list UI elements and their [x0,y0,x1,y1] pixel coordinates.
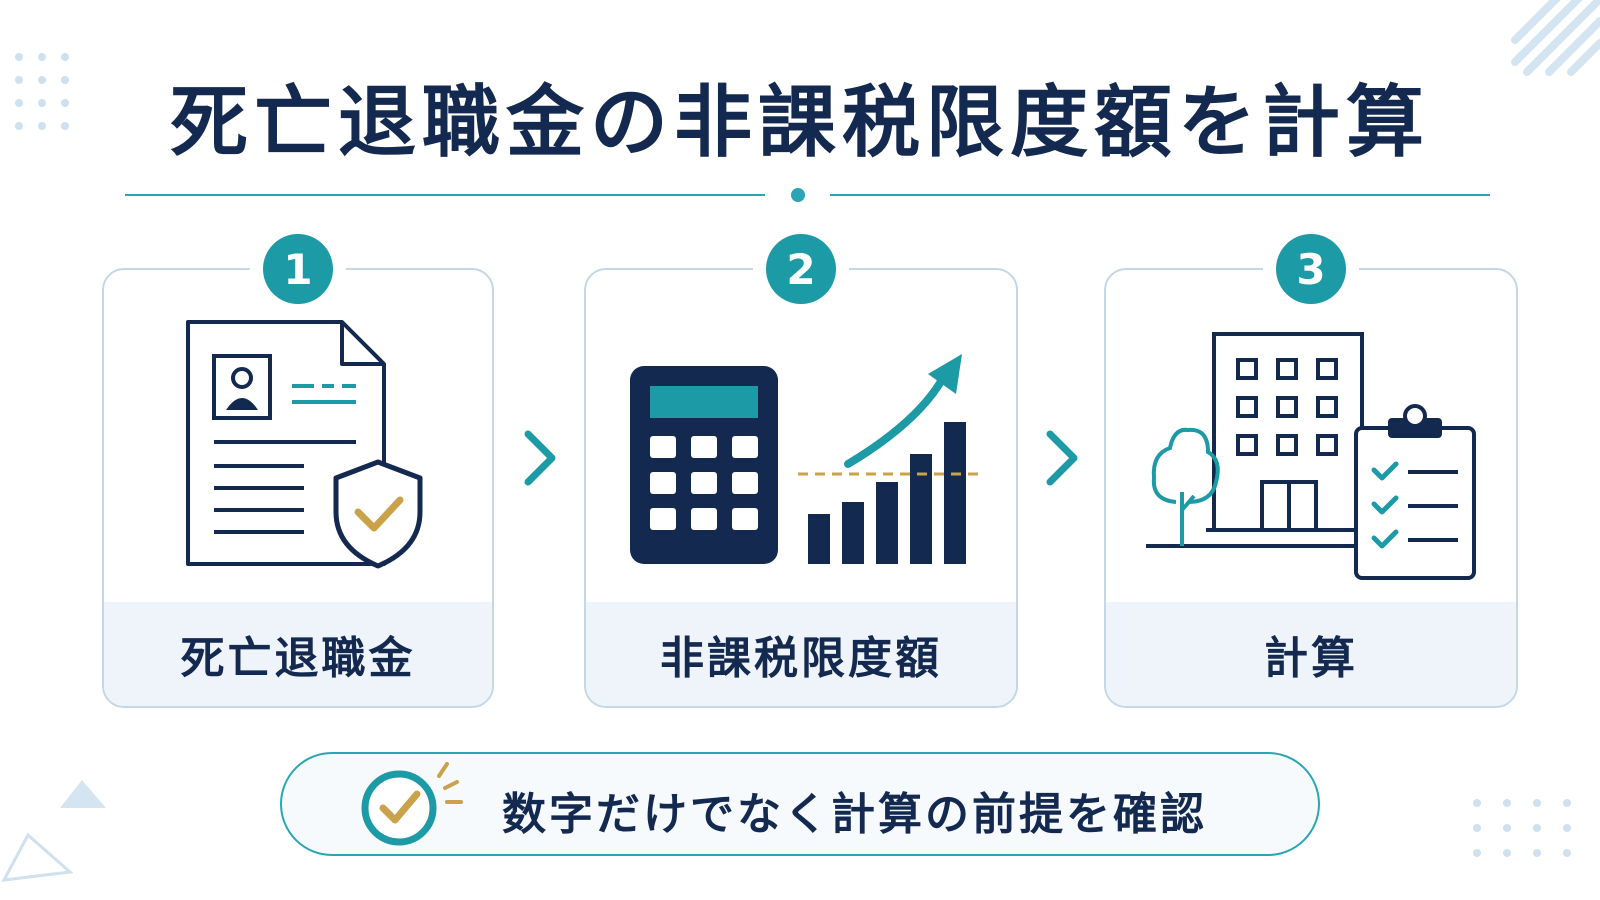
building-clipboard-icon [1146,332,1476,580]
step-badge-3: 3 [1263,230,1359,308]
triangle-decoration [1,780,106,882]
dot-grid-decoration [15,53,69,130]
step-card-2: 2 非課税限度額 [584,230,1018,708]
chevron-right-icon [1046,430,1078,486]
chevron-right-icon [524,430,556,486]
step-card-1: 1 死亡退職金 [102,230,494,708]
stripe-decoration [1511,0,1600,76]
step-number-3: 3 [1276,234,1346,304]
document-shield-icon [186,320,423,569]
dot-grid-decoration-bottom [1473,799,1571,857]
step-number-1: 1 [263,234,333,304]
title-divider [125,188,1490,202]
confirmation-note: 数字だけでなく計算の前提を確認 [280,752,1320,856]
step-badge-2: 2 [753,230,849,308]
step-label-3: 計算 [1106,602,1516,706]
note-text: 数字だけでなく計算の前提を確認 [502,789,1207,840]
check-circle-icon [361,762,463,846]
step-card-3: 3 計算 [1104,230,1518,708]
step-label-2: 非課税限度額 [586,602,1016,706]
step-number-2: 2 [766,234,836,304]
page-title: 死亡退職金の非課税限度額を計算 [169,78,1430,168]
step-badge-1: 1 [250,230,346,308]
calculator-chart-icon [630,354,980,564]
step-label-1: 死亡退職金 [104,602,492,706]
